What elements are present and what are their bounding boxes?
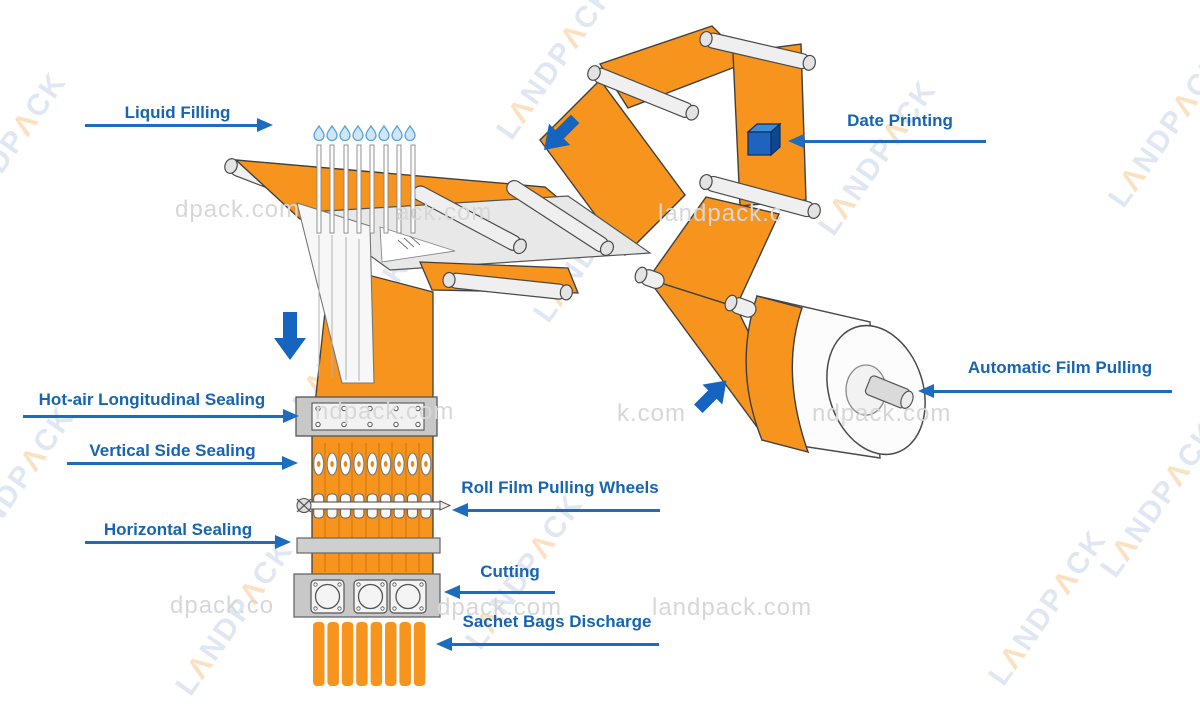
film-former bbox=[379, 226, 456, 263]
label-sachet-bags-discharge-arrow bbox=[436, 637, 659, 651]
forming-funnel bbox=[296, 202, 375, 384]
label-horizontal-sealing: Horizontal Sealing bbox=[103, 520, 253, 539]
lower-roller bbox=[442, 271, 573, 301]
horizontal-sealing-bar bbox=[296, 537, 441, 554]
forming-assembly bbox=[224, 158, 652, 301]
hot-air-sealing-block bbox=[295, 396, 438, 437]
label-cutting-arrow bbox=[444, 585, 555, 599]
wheel-shaft bbox=[299, 501, 441, 510]
label-hot-air-longitudinal-sealing-arrow bbox=[23, 409, 299, 423]
plate-rollers bbox=[412, 179, 615, 256]
label-roll-film-pulling-wheels: Roll Film Pulling Wheels bbox=[461, 478, 659, 497]
label-liquid-filling-arrow bbox=[85, 118, 273, 132]
label-sachet-bags-discharge: Sachet Bags Discharge bbox=[462, 612, 652, 631]
cutting-block bbox=[293, 573, 441, 618]
label-vertical-side-sealing-arrow bbox=[67, 456, 298, 470]
label-automatic-film-pulling-arrow bbox=[918, 384, 1172, 398]
film-roll bbox=[745, 295, 926, 459]
label-roll-film-pulling-wheels-arrow bbox=[452, 503, 660, 517]
label-horizontal-sealing-arrow bbox=[85, 535, 291, 549]
flow-arrow-down-left bbox=[544, 114, 580, 150]
roll-axle bbox=[864, 375, 914, 409]
sachet-strips bbox=[313, 622, 426, 686]
label-date-printing-arrow bbox=[788, 134, 986, 148]
label-liquid-filling: Liquid Filling bbox=[124, 103, 231, 122]
label-hot-air-longitudinal-sealing: Hot-air Longitudinal Sealing bbox=[38, 390, 266, 409]
film-rollers bbox=[587, 30, 821, 318]
date-printer-cube bbox=[746, 122, 782, 157]
pulling-wheels bbox=[296, 493, 452, 519]
label-vertical-side-sealing: Vertical Side Sealing bbox=[89, 441, 256, 460]
label-automatic-film-pulling: Automatic Film Pulling bbox=[967, 358, 1153, 377]
liquid-droplets bbox=[313, 124, 416, 142]
flow-arrows bbox=[274, 114, 727, 413]
filling-tubes bbox=[316, 144, 416, 234]
flow-arrow-up-left bbox=[694, 380, 727, 413]
flow-arrow-down bbox=[274, 312, 306, 360]
label-date-printing: Date Printing bbox=[847, 111, 953, 130]
vertical-side-sealing-wheels bbox=[313, 452, 432, 476]
label-cutting: Cutting bbox=[480, 562, 540, 581]
shaft-crank bbox=[296, 497, 312, 514]
